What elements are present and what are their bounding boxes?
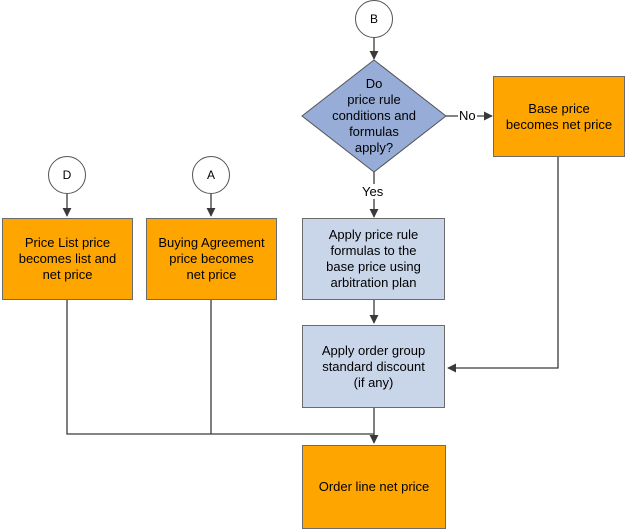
edge-label-yes: Yes — [361, 184, 385, 199]
connector-d-label: D — [62, 168, 72, 182]
connector-a: A — [192, 156, 230, 194]
edge-base-price-to-discount — [447, 157, 559, 373]
decision-text: Do price rule conditions and formulas ap… — [332, 76, 416, 155]
connector-b: B — [355, 0, 393, 38]
apply-discount-box: Apply order group standard discount (if … — [302, 325, 445, 408]
edge-price-list-to-join — [66, 300, 374, 435]
price-list-box: Price List price becomes list and net pr… — [2, 218, 133, 300]
order-line-net-price-box: Order line net price — [302, 445, 446, 529]
buying-agreement-box: Buying Agreement price becomes net price — [146, 218, 277, 300]
edge-label-no: No — [458, 108, 477, 123]
apply-formulas-box: Apply price rule formulas to the base pr… — [302, 218, 445, 300]
connector-d: D — [48, 156, 86, 194]
base-price-box: Base price becomes net price — [493, 76, 625, 157]
connector-a-label: A — [206, 168, 215, 182]
connector-b-label: B — [369, 12, 378, 26]
